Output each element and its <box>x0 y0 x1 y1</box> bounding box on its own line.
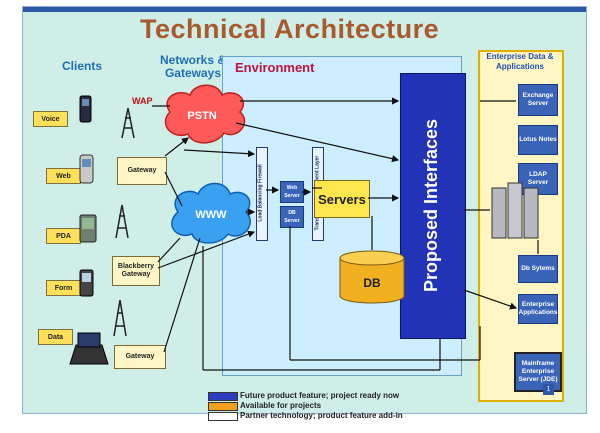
legend-swatch-future <box>208 392 238 401</box>
legend-label-available: Available for projects <box>240 401 322 410</box>
connection-lines <box>152 97 539 371</box>
enterprise-item-mainframe: Mainframe Enterprise Server (JDE) <box>514 352 562 392</box>
legend-label-partner: Partner technology; product feature add-… <box>240 411 403 420</box>
legend-label-future: Future product feature; project ready no… <box>240 391 400 400</box>
top-band <box>23 7 586 12</box>
page-number: 1 <box>543 384 554 395</box>
legend-swatch-partner <box>208 412 238 421</box>
client-data: Data <box>38 329 73 345</box>
db-label: DB <box>363 276 381 290</box>
laptop-icon <box>69 344 109 365</box>
proposed-interfaces-box <box>400 73 466 339</box>
servers-box: Servers <box>314 180 370 218</box>
pstn-label: PSTN <box>187 110 216 122</box>
gateway-blackberry: Blackberry Gateway <box>112 256 160 286</box>
client-web: Web <box>46 168 81 184</box>
networks-header: Networks & Gateways <box>159 53 227 80</box>
db-server-box: DB Server <box>280 206 304 228</box>
db-cylinder: DB <box>339 250 405 304</box>
antenna-icon <box>121 107 135 139</box>
www-cloud: WWW <box>171 182 251 244</box>
antenna-icon <box>113 299 127 337</box>
server-rack-icon <box>491 182 539 239</box>
gateway-top: Gateway <box>117 157 167 185</box>
www-label: WWW <box>195 209 227 221</box>
client-voice: Voice <box>33 111 68 127</box>
antenna-icon <box>115 204 129 239</box>
load-balancing-bar <box>256 147 268 241</box>
gateway-bottom: Gateway <box>114 345 166 369</box>
enterprise-item-applications: Enterprise Applications <box>518 294 558 324</box>
enterprise-title: Enterprise Data & Applications <box>486 52 554 71</box>
enterprise-item-exchange: Exchange Server <box>518 84 558 116</box>
slide-title: Technical Architecture <box>140 14 440 44</box>
web-server-box: Web Server <box>280 181 304 203</box>
environment-title: Environment <box>235 60 315 75</box>
client-pda: PDA <box>46 228 81 244</box>
enterprise-item-lotus: Lotus Notes <box>518 125 558 155</box>
wap-label: WAP <box>132 96 153 106</box>
antenna-towers <box>113 107 135 337</box>
client-devices <box>69 95 109 365</box>
pstn-cloud: PSTN <box>164 84 246 144</box>
client-form: Form <box>46 280 81 296</box>
legend-swatch-available <box>208 402 238 411</box>
clients-header: Clients <box>61 59 102 73</box>
enterprise-item-ldap: LDAP Server <box>518 163 558 195</box>
enterprise-item-db-systems: Db Sytems <box>518 255 558 283</box>
